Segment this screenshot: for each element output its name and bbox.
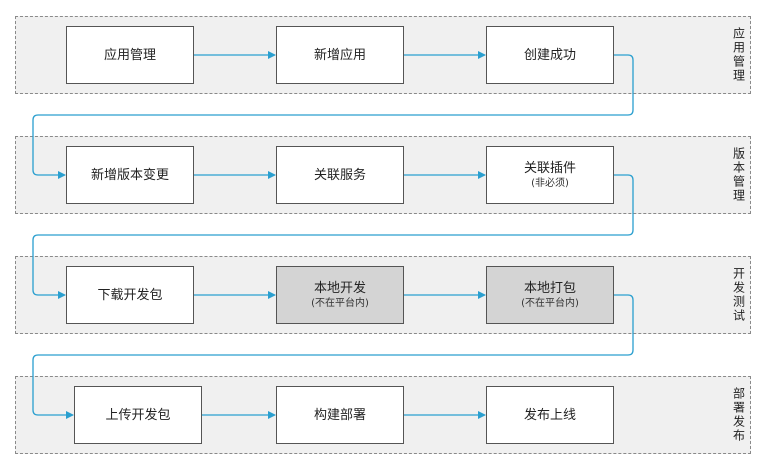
node-subtitle: (不在平台内)	[521, 297, 579, 309]
node-title: 新增应用	[313, 47, 366, 63]
band-label: 版本管理	[731, 147, 746, 203]
band-label: 开发测试	[731, 267, 746, 323]
node-subtitle: (不在平台内)	[311, 297, 369, 309]
node-upload-pkg[interactable]: 上传开发包	[74, 386, 202, 444]
node-title: 新增版本变更	[90, 167, 169, 183]
node-title: 关联插件	[523, 160, 576, 176]
node-title: 下载开发包	[97, 287, 163, 303]
node-title: 本地开发	[313, 280, 366, 296]
node-title: 应用管理	[103, 47, 156, 63]
node-add-app[interactable]: 新增应用	[276, 26, 404, 84]
node-title: 关联服务	[313, 167, 366, 183]
node-title: 构建部署	[313, 407, 366, 423]
node-local-dev[interactable]: 本地开发 (不在平台内)	[276, 266, 404, 324]
node-build-deploy[interactable]: 构建部署	[276, 386, 404, 444]
node-release[interactable]: 发布上线	[486, 386, 614, 444]
node-title: 发布上线	[523, 407, 576, 423]
node-add-version[interactable]: 新增版本变更	[66, 146, 194, 204]
node-link-plugin[interactable]: 关联插件 (非必须)	[486, 146, 614, 204]
node-subtitle: (非必须)	[531, 177, 569, 189]
band-label: 部署发布	[731, 387, 746, 443]
band-label: 应用管理	[731, 27, 746, 83]
node-download-pkg[interactable]: 下载开发包	[66, 266, 194, 324]
node-link-service[interactable]: 关联服务	[276, 146, 404, 204]
node-title: 本地打包	[523, 280, 576, 296]
node-title: 创建成功	[523, 47, 576, 63]
node-local-pack[interactable]: 本地打包 (不在平台内)	[486, 266, 614, 324]
node-app-manage[interactable]: 应用管理	[66, 26, 194, 84]
node-title: 上传开发包	[105, 407, 171, 423]
node-create-success[interactable]: 创建成功	[486, 26, 614, 84]
